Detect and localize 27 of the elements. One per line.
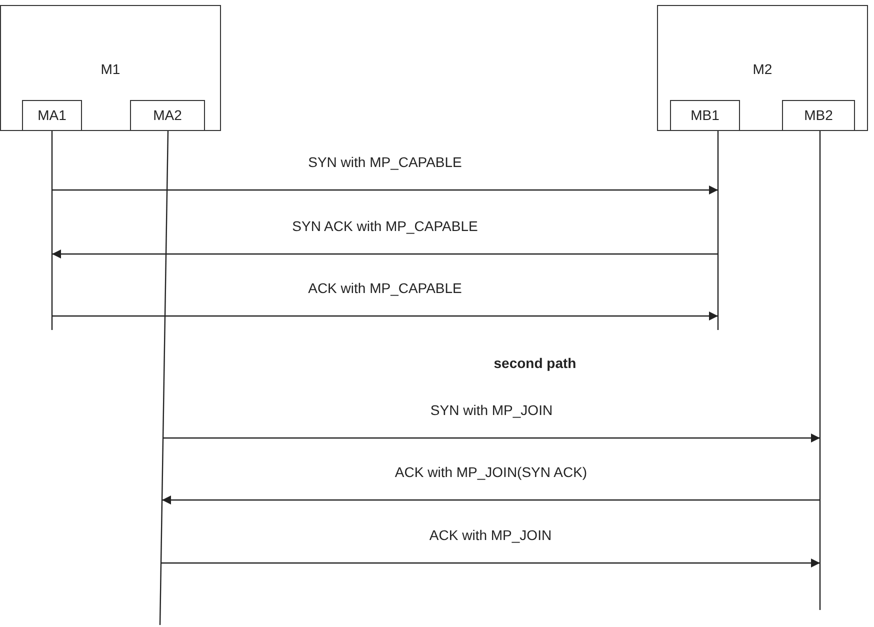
interface-name: MB2 xyxy=(804,107,833,123)
lifeline xyxy=(819,131,821,610)
message-label: ACK with MP_JOIN(SYN ACK) xyxy=(392,464,590,480)
machine-box xyxy=(0,5,221,131)
message-arrow xyxy=(162,496,820,504)
machine-name: M2 xyxy=(752,61,772,77)
lifeline xyxy=(159,131,169,625)
interface-box xyxy=(670,100,740,131)
message-arrow xyxy=(52,250,718,258)
message-arrow xyxy=(52,186,718,194)
interface-name: MB1 xyxy=(690,107,720,123)
interface-name: MA2 xyxy=(153,107,182,123)
message-label: ACK with MP_CAPABLE xyxy=(306,280,464,296)
section-label: second path xyxy=(492,355,578,371)
message-arrow xyxy=(163,434,820,442)
interface-name: MA1 xyxy=(38,107,66,123)
interface-box xyxy=(22,100,82,131)
machine-name: M1 xyxy=(100,61,120,77)
machine-box xyxy=(657,5,868,131)
message-arrow xyxy=(161,558,820,568)
lifeline xyxy=(51,131,53,330)
message-label: SYN ACK with MP_CAPABLE xyxy=(290,218,480,234)
message-label: SYN with MP_CAPABLE xyxy=(306,154,464,170)
message-arrow xyxy=(52,312,718,320)
interface-box xyxy=(782,100,855,131)
interface-box xyxy=(130,100,205,131)
lifeline xyxy=(717,131,719,330)
